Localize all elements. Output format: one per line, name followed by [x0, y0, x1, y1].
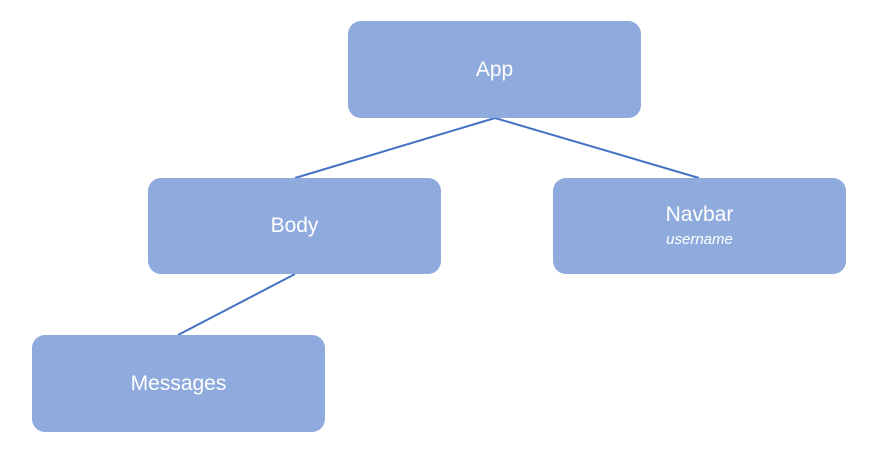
edge-app-body	[294, 117, 496, 179]
node-navbar-label: Navbar	[665, 203, 734, 226]
node-app: App	[348, 21, 641, 118]
node-body: Body	[148, 178, 441, 274]
node-navbar: Navbar username	[553, 178, 846, 274]
edge-app-navbar	[494, 117, 700, 179]
node-app-label: App	[475, 57, 514, 81]
edge-body-messages	[177, 273, 296, 336]
node-messages: Messages	[32, 335, 325, 432]
node-messages-label: Messages	[130, 371, 227, 395]
node-navbar-prop: username	[666, 231, 733, 248]
node-body-label: Body	[270, 214, 319, 237]
